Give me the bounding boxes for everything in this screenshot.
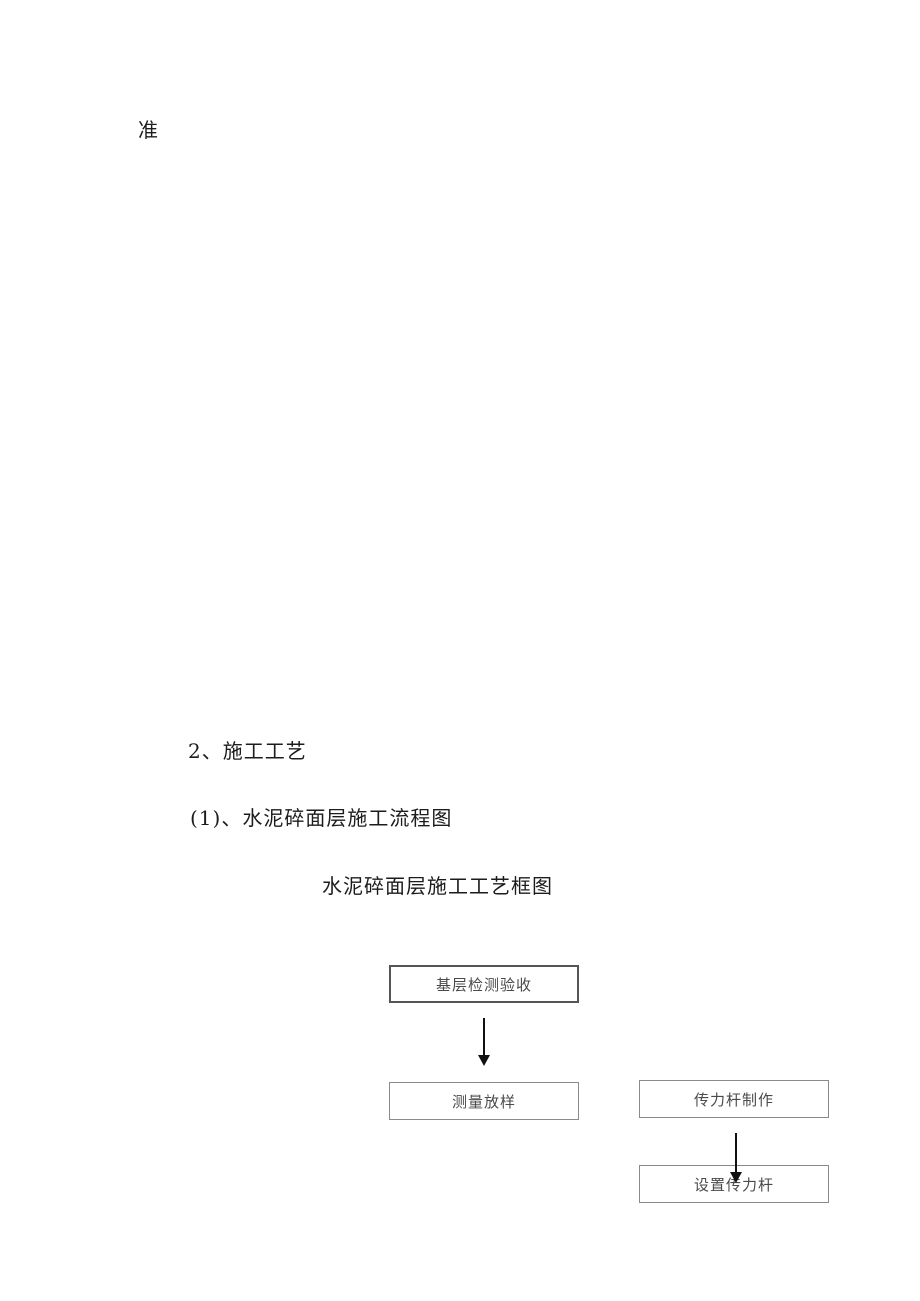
flow-node-label: 传力杆制作 bbox=[693, 1090, 774, 1109]
flow-node-label: 设置传力杆 bbox=[693, 1175, 774, 1194]
flow-node-dowel-fabrication: 传力杆制作 bbox=[639, 1080, 829, 1118]
flow-node-label: 基层检测验收 bbox=[435, 975, 532, 994]
text-fragment: 准 bbox=[138, 118, 158, 142]
subsection-heading: (1)、水泥碎面层施工流程图 bbox=[190, 806, 453, 830]
down-arrow-icon bbox=[730, 1133, 742, 1183]
flow-node-base-inspection: 基层检测验收 bbox=[389, 965, 579, 1003]
flow-node-survey-layout: 测量放样 bbox=[389, 1082, 579, 1120]
section-heading: 2、施工工艺 bbox=[188, 739, 307, 763]
figure-caption: 水泥碎面层施工工艺框图 bbox=[322, 874, 553, 898]
flow-node-dowel-placement: 设置传力杆 bbox=[639, 1165, 829, 1203]
down-arrow-icon bbox=[478, 1018, 490, 1066]
flow-node-label: 测量放样 bbox=[451, 1092, 516, 1111]
